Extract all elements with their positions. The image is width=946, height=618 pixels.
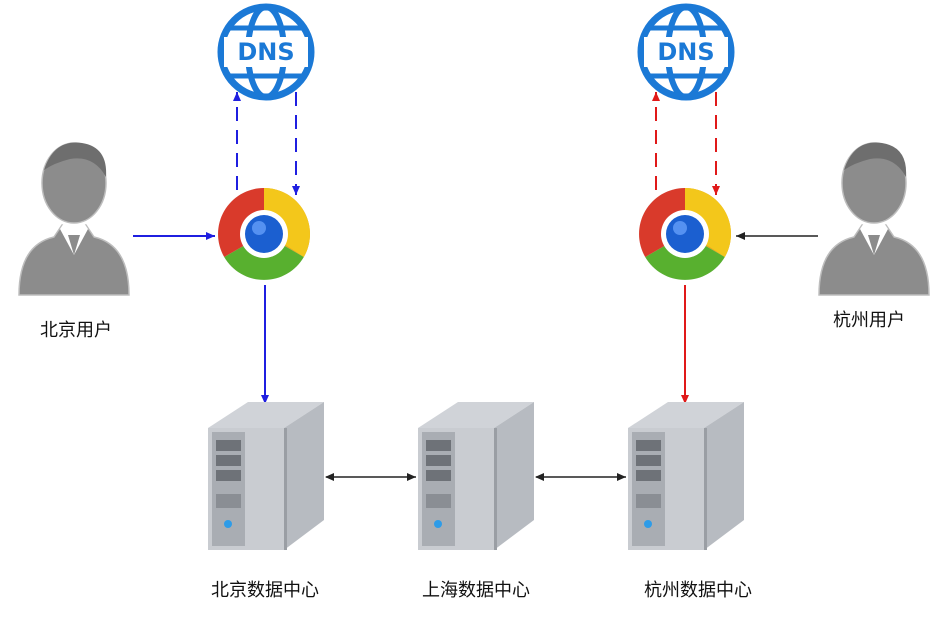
hangzhou-flow: DNS [639,7,930,404]
datacenter-label-beijing: 北京数据中心 [211,580,319,601]
browser-icon-hangzhou [639,188,731,280]
user-icon-beijing [18,141,130,296]
user-label-beijing: 北京用户 [40,320,112,341]
datacenter-label-shanghai: 上海数据中心 [422,580,530,601]
beijing-flow: DNS [18,7,311,404]
datacenters [208,402,744,550]
server-icon-shanghai [418,402,534,550]
user-label-hangzhou: 杭州用户 [833,310,905,331]
dns-label-hangzhou: DNS [657,38,714,66]
datacenter-label-hangzhou: 杭州数据中心 [644,580,752,601]
server-icon-hangzhou [628,402,744,550]
browser-icon-beijing [218,188,310,280]
server-icon-beijing [208,402,324,550]
user-icon-hangzhou [818,141,930,296]
dns-label-beijing: DNS [237,38,294,66]
